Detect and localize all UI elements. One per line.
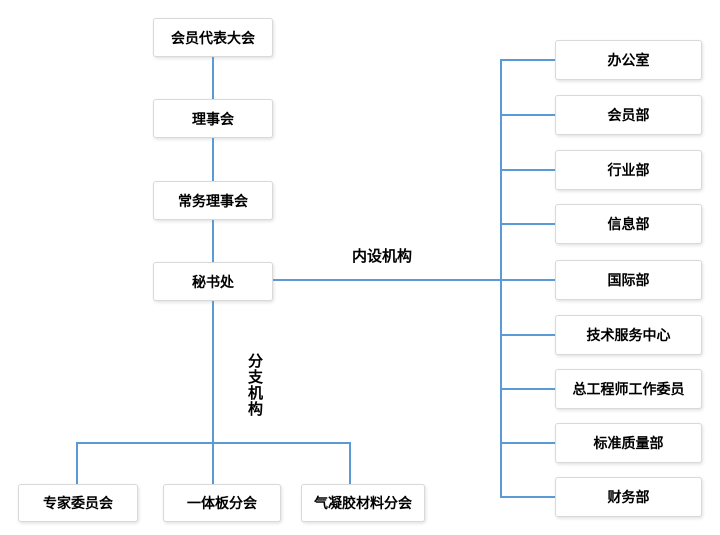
node-industry-dept: 行业部 bbox=[555, 150, 702, 190]
connector-line bbox=[500, 223, 555, 225]
node-secretariat: 秘书处 bbox=[153, 262, 273, 301]
connector-line bbox=[500, 114, 555, 116]
connector-line bbox=[500, 442, 555, 444]
node-membership-dept: 会员部 bbox=[555, 95, 702, 135]
connector-line bbox=[500, 388, 555, 390]
connector-line bbox=[500, 59, 502, 497]
connector-line bbox=[77, 442, 351, 444]
connector-line bbox=[500, 496, 555, 498]
connector-line bbox=[212, 57, 214, 99]
node-tech-service-center: 技术服务中心 bbox=[555, 315, 702, 355]
connector-line bbox=[273, 279, 555, 281]
connector-line bbox=[212, 220, 214, 262]
internal-org-label: 内设机构 bbox=[352, 248, 413, 265]
connector-line bbox=[500, 334, 555, 336]
node-office: 办公室 bbox=[555, 40, 702, 80]
node-information-dept: 信息部 bbox=[555, 204, 702, 244]
node-chief-engineer-committee: 总工程师工作委员 bbox=[555, 369, 702, 409]
node-aerogel-materials-branch: 气凝胶材料分会 bbox=[301, 484, 425, 522]
node-council: 理事会 bbox=[153, 99, 273, 138]
connector-line bbox=[212, 138, 214, 181]
node-international-dept: 国际部 bbox=[555, 260, 702, 300]
node-expert-committee: 专家委员会 bbox=[18, 484, 138, 522]
node-standing-council: 常务理事会 bbox=[153, 181, 273, 220]
connector-line bbox=[349, 442, 351, 484]
node-finance-dept: 财务部 bbox=[555, 477, 702, 517]
connector-line bbox=[500, 169, 555, 171]
branch-org-label: 分支机构 bbox=[246, 353, 263, 417]
connector-line bbox=[212, 301, 214, 484]
connector-line bbox=[76, 442, 78, 484]
node-member-congress: 会员代表大会 bbox=[153, 18, 273, 57]
node-integrated-panel-branch: 一体板分会 bbox=[163, 484, 281, 522]
node-standards-quality-dept: 标准质量部 bbox=[555, 423, 702, 463]
connector-line bbox=[500, 59, 555, 61]
